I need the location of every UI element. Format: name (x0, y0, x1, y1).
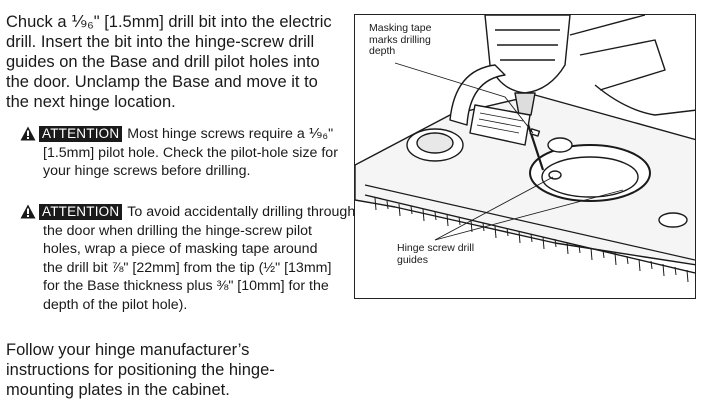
attention-2-body: the door when drilling the hinge-screw p… (43, 222, 332, 313)
outro-paragraph: Follow your hinge manufacturer’s instruc… (6, 341, 275, 399)
attention-1-body: [1.5mm] pilot hole. Check the pilot-hole… (43, 144, 338, 180)
masking-tape (529, 128, 541, 137)
callout-drill-guides: Hinge screw drill guides (397, 242, 475, 266)
intro-paragraph: Chuck a ⅑₆" [1.5mm] drill bit into the e… (6, 13, 332, 111)
attention-badge: ATTENTION (39, 204, 123, 220)
drill-guide-illustration: Masking tape marks drilling depth Hinge … (354, 14, 696, 299)
leader-line-top (394, 62, 534, 134)
drill-body (484, 15, 571, 94)
attention-2-first-line: To avoid accidentally drilling through (127, 204, 356, 220)
warning-triangle-icon (20, 204, 36, 219)
clamp-arm (449, 64, 506, 126)
attention-1-first-line: Most hinge screws require a ⅑₆" (127, 126, 334, 142)
callout-masking-tape: Masking tape marks drilling depth (369, 22, 432, 57)
attention-badge: ATTENTION (39, 126, 123, 142)
leader-line-bottom-1 (434, 176, 554, 241)
attention-note-1: ATTENTION Most hinge screws require a ⅑₆… (20, 125, 338, 181)
leader-line-bottom-2 (434, 189, 624, 241)
jig-drawing (355, 15, 695, 283)
ruler-edge (364, 184, 695, 261)
warning-triangle-icon (20, 126, 36, 141)
attention-note-2: ATTENTION To avoid accidentally drilling… (20, 203, 355, 314)
hinge-cup-hole (529, 144, 651, 202)
